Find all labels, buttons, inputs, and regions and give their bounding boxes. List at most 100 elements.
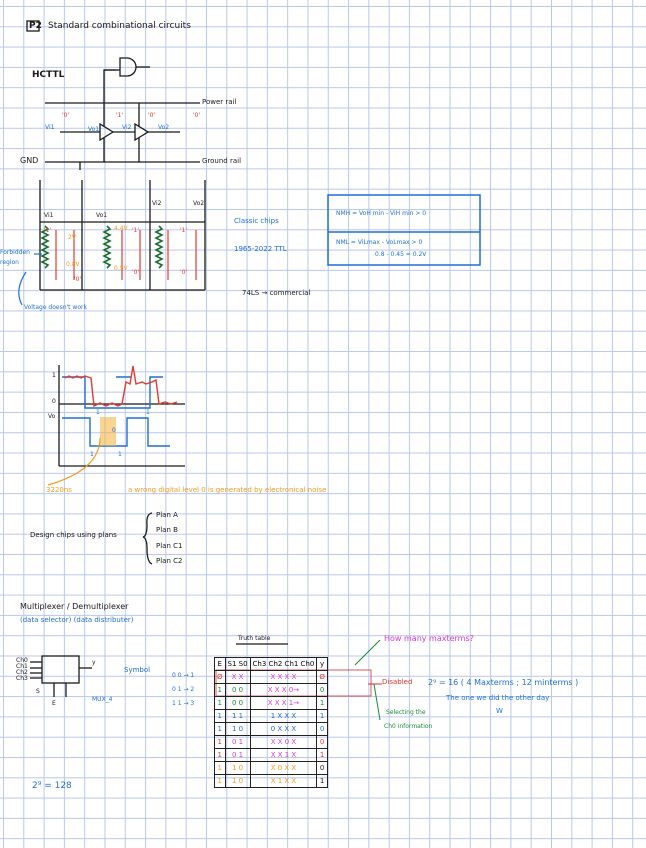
table-cell: 1 1 xyxy=(225,710,250,723)
table-cell: X 0 X X xyxy=(250,762,317,775)
truth-table-title: Truth table xyxy=(238,636,270,642)
time-mark: 1 xyxy=(146,410,150,416)
maxterms-answer: 2⁹ = 16 ( 4 Maxterms ; 12 minterms ) xyxy=(428,679,578,687)
header-cell: y xyxy=(317,658,328,671)
table-cell: 1 xyxy=(215,775,226,788)
table-row: 1 1 1 1 X X X 1 xyxy=(215,710,328,723)
col-label: Vi2 xyxy=(152,201,161,207)
other-day-note-2: W xyxy=(496,708,503,715)
bit-label: '1' xyxy=(180,228,187,234)
table-cell: 0 X X X xyxy=(250,723,317,736)
header-cell: E xyxy=(215,658,226,671)
signal-label: Vo1 xyxy=(88,127,99,133)
table-cell: 0 0 xyxy=(225,684,250,697)
table-cell: X X X X xyxy=(250,671,317,684)
bit-label: '0' xyxy=(74,277,81,283)
level-value: 4.4V xyxy=(114,226,128,232)
table-cell: 0 xyxy=(317,736,328,749)
header-cell: Ch3 Ch2 Ch1 Ch0 xyxy=(250,658,317,671)
ground-rail-label: Ground rail xyxy=(202,158,241,165)
table-cell: 1 X X X xyxy=(250,710,317,723)
table-cell: 1 xyxy=(215,723,226,736)
mux-output: y xyxy=(92,660,96,666)
table-cell: X X X 0→ xyxy=(250,684,317,697)
bit-label: '0' xyxy=(148,113,155,119)
table-cell: 1 0 xyxy=(225,723,250,736)
time-mark: 1 xyxy=(118,452,122,458)
gnd-label: GND xyxy=(20,157,38,165)
table-cell: 1 xyxy=(317,710,328,723)
hcttl-label: HCTTL xyxy=(32,71,64,80)
table-cell: 1 xyxy=(215,736,226,749)
commercial-note: 74LS → commercial xyxy=(242,290,310,297)
time-mark: 1 xyxy=(96,410,100,416)
classic-chips-years: 1965-2022 TTL xyxy=(234,246,287,253)
table-cell: X 1 X X xyxy=(250,775,317,788)
bit-row: 0 1 → 2 xyxy=(172,687,194,693)
table-cell: 1 0 xyxy=(225,775,250,788)
col-label: Vo2 xyxy=(193,201,204,207)
mux-name: MUX_4 xyxy=(92,697,113,703)
table-cell: 0 xyxy=(317,762,328,775)
voltage-note: Voltage doesn't work xyxy=(24,305,87,311)
bit-label: '0' xyxy=(180,270,187,276)
forbidden-region-label: Forbidden region xyxy=(0,248,38,268)
table-cell: X X 0 X xyxy=(250,736,317,749)
enable-label: E xyxy=(52,701,56,707)
col-label: Vo1 xyxy=(96,213,107,219)
ch0-info-note: Ch0 information xyxy=(384,724,432,730)
power-rail-label: Power rail xyxy=(202,99,236,106)
table-cell: 1 xyxy=(215,762,226,775)
table-row: 1 0 1 X X 1 X 1 xyxy=(215,749,328,762)
classic-chips-title: Classic chips xyxy=(234,218,279,225)
col-label: Vi1 xyxy=(44,213,53,219)
signal-label: Vo2 xyxy=(158,125,169,131)
table-cell: 1 0 xyxy=(225,762,250,775)
nml-formula: NML = ViLmax - VoLmax > 0 xyxy=(336,240,422,246)
table-cell: 1 xyxy=(215,697,226,710)
mux-input: Ch3 xyxy=(16,676,28,682)
table-cell: 0 1 xyxy=(225,749,250,762)
wave-label: Vo xyxy=(48,414,55,420)
bit-label: '0' xyxy=(62,113,69,119)
symbol-label: Symbol xyxy=(124,667,150,674)
table-cell: X X xyxy=(225,671,250,684)
table-cell: 1 xyxy=(215,710,226,723)
bit-label: '0' xyxy=(132,270,139,276)
table-cell: 1 xyxy=(317,775,328,788)
wave-label: 1 xyxy=(52,373,56,379)
mux-title: Multiplexer / Demultiplexer xyxy=(20,603,128,611)
wave-label: 0 xyxy=(52,399,56,405)
table-cell: 1 xyxy=(215,749,226,762)
bit-row: 0 0 → 1 xyxy=(172,673,194,679)
table-cell: X X X 1→ xyxy=(250,697,317,710)
other-day-note: The one we did the other day xyxy=(446,695,549,702)
table-cell: 0 xyxy=(317,723,328,736)
table-cell: 0 0 xyxy=(225,697,250,710)
plan-item: Plan C2 xyxy=(156,558,182,565)
bit-label: '1' xyxy=(116,113,123,119)
table-row: 1 0 0 X X X 0→ 0 xyxy=(215,684,328,697)
pulse-duration: 3220ns xyxy=(46,487,72,494)
mux-block xyxy=(42,656,79,683)
table-cell: 0 xyxy=(317,684,328,697)
page-title: Standard combinational circuits xyxy=(48,22,191,31)
table-row: 1 1 0 0 X X X 0 xyxy=(215,723,328,736)
inverter-1 xyxy=(100,124,113,140)
nmh-formula: NMH = VoH min - ViH min > 0 xyxy=(336,211,426,217)
table-cell: 0 1 xyxy=(225,736,250,749)
table-row: 1 0 0 X X X 1→ 1 xyxy=(215,697,328,710)
signal-label: Vi1 xyxy=(45,125,54,131)
section-label: P2 xyxy=(29,22,42,31)
noise-caption: a wrong digital level 0 is generated by … xyxy=(128,487,326,494)
bit-label: '1' xyxy=(44,228,51,234)
level-value: 0.8V xyxy=(66,262,80,268)
level-value: 0.5V xyxy=(114,266,128,272)
maxterms-question: How many maxterms? xyxy=(384,635,474,643)
plan-item: Plan A xyxy=(156,512,178,519)
nml-calc: 0.8 - 0.45 = 0.2V xyxy=(375,252,426,258)
mux-subtitle: (data selector) (data distributer) xyxy=(20,617,134,624)
table-cell: 1 xyxy=(317,749,328,762)
table-row: 1 1 0 X 0 X X 0 xyxy=(215,762,328,775)
and-gate xyxy=(104,58,136,103)
